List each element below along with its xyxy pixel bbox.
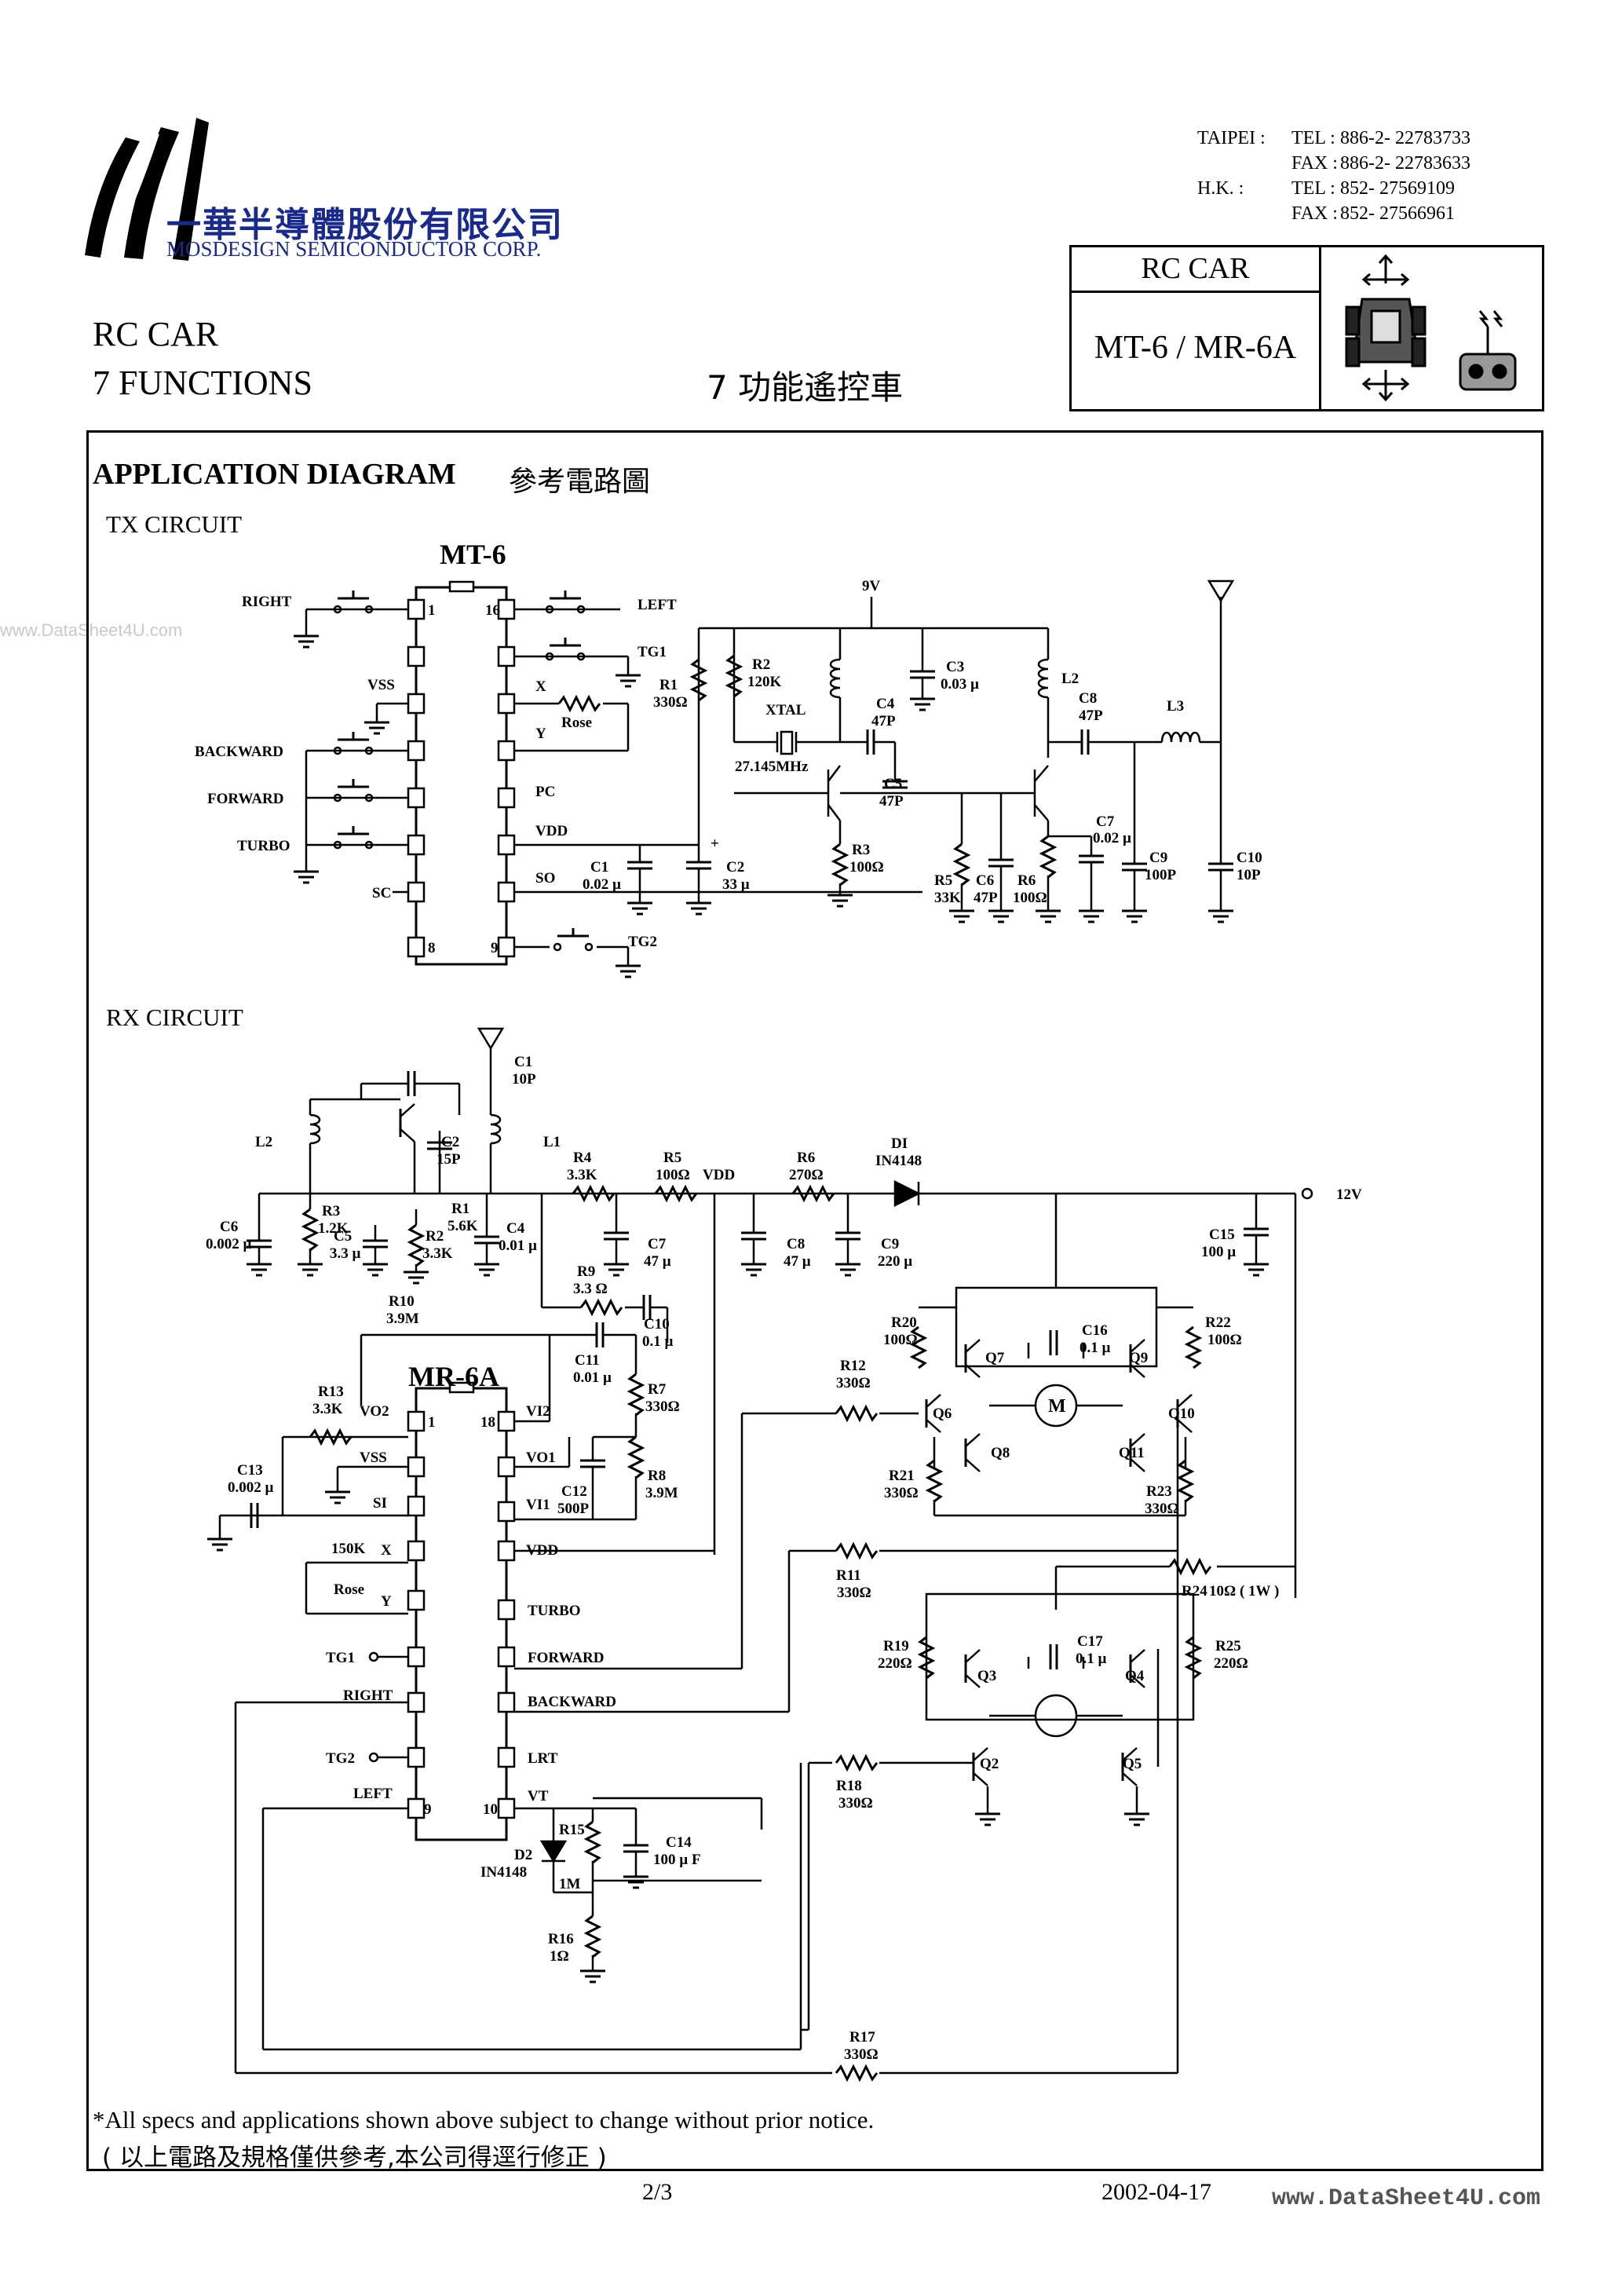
watermark-right[interactable]: www.DataSheet4U.com xyxy=(1272,2185,1541,2212)
title-line2: 7 FUNCTIONS xyxy=(93,364,312,402)
footer-note: *All specs and applications shown above … xyxy=(93,2106,875,2133)
product-box-title: RC CAR xyxy=(1072,247,1321,293)
company-logo xyxy=(85,118,209,261)
diagram-frame xyxy=(86,430,1543,2171)
company-name-en: MOSDESIGN SEMICONDUCTOR CORP. xyxy=(166,237,542,261)
section-heading: APPLICATION DIAGRAM xyxy=(93,458,456,491)
product-box-model: MT-6 / MR-6A xyxy=(1072,293,1321,409)
contact-row: FAX :886-2- 22783633 xyxy=(1291,153,1470,174)
company-name-cn: 一華半導體股份有限公司 xyxy=(166,205,564,245)
footer-note-cn: ( 以上電路及規格僅供參考,本公司得逕行修正 ) xyxy=(102,2144,607,2172)
rc-car-icon xyxy=(1345,254,1517,402)
contact-row: FAX :852- 27566961 xyxy=(1291,203,1455,224)
document-date: 2002-04-17 xyxy=(1101,2179,1211,2205)
section-heading-cn: 參考電路圖 xyxy=(509,466,651,498)
title-cn: 7 功能遙控車 xyxy=(707,368,904,407)
title-line1: RC CAR xyxy=(93,315,219,353)
contact-row: H.K. :TEL :852- 27569109 xyxy=(1197,178,1455,199)
page-number: 2/3 xyxy=(642,2179,673,2205)
rx-circuit-label: RX CIRCUIT xyxy=(106,1004,243,1031)
product-box: RC CAR MT-6 / MR-6A xyxy=(1069,245,1544,411)
watermark-left: www.DataSheet4U.com xyxy=(0,620,183,640)
contact-row: TAIPEI :TEL :886-2- 22783733 xyxy=(1197,128,1470,148)
tx-circuit-label: TX CIRCUIT xyxy=(106,510,243,538)
contact-block: TAIPEI :TEL :886-2- 22783733 FAX :886-2-… xyxy=(1197,126,1470,226)
